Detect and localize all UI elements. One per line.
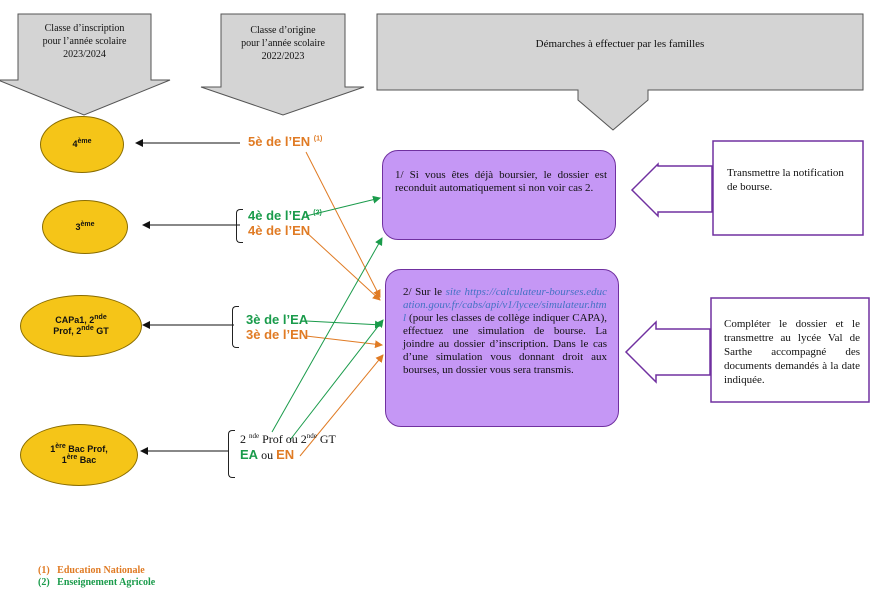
class-4eme-sup: ème [77, 138, 92, 145]
step-box-2-text: 2/ Sur le site https://calculateur-bours… [403, 286, 607, 377]
origin-2nde-ea: EA [240, 447, 259, 462]
bracket-o3 [232, 306, 239, 348]
origin-3-en: 3è de l’EN [246, 327, 309, 342]
arrow-orange-o2 [305, 231, 381, 301]
class-capa-l1a: CAPa1, 2 [55, 315, 95, 325]
bracket-o4 [228, 430, 235, 478]
header-demarches: Démarches à effectuer par les familles [535, 38, 705, 50]
class-3eme-base: 3 [75, 221, 81, 232]
origin-2nde-line1: 2 nde Prof ou 2nde GT [240, 432, 336, 447]
origin-2nde-ou: ou [258, 448, 277, 462]
origin-4-ea: 4è de l’EA (2) [248, 208, 322, 224]
origin-4-ea-sup: (2) [313, 209, 322, 217]
header-origine-line3: 2022/2023 [261, 51, 305, 62]
arrow-orange-o3 [305, 335, 383, 349]
legend-1: (1) Education Nationale [38, 565, 145, 576]
header-inscription-line1: Classe d’inscription [44, 23, 125, 34]
step-box-2: 2/ Sur le site https://calculateur-bours… [385, 269, 619, 427]
class-bac-l1a: 1 [50, 444, 56, 454]
class-3eme: 3ème [42, 200, 128, 254]
class-capa-l2a: Prof, 2 [53, 326, 82, 336]
class-bac: 1ère Bac Prof, 1ère Bac [20, 424, 138, 486]
header-origine: Classe d’origine pour l’année scolaire 2… [221, 24, 345, 63]
class-bac-l2a: 1 [61, 455, 67, 465]
class-capa-l2b: GT [93, 326, 109, 336]
header-origine-line1: Classe d’origine [250, 25, 316, 36]
side-box-1-border [712, 140, 864, 236]
arrow-green-o2 [305, 195, 381, 217]
header-arrow-origine [200, 13, 365, 116]
origin-3-ea: 3è de l’EA [246, 312, 309, 327]
origin-2nde-l1sup1: nde [249, 432, 260, 440]
class-bac-l1sup: ère [55, 443, 66, 450]
origin-4-en: 4è de l’EN [248, 223, 311, 238]
header-origine-line2: pour l’année scolaire [241, 38, 325, 49]
origin-5-en: 5è de l’EN (1) [248, 134, 322, 150]
origin-2nde-line2: EA ou EN [240, 447, 336, 463]
header-inscription-line2: pour l’année scolaire [42, 36, 127, 47]
origin-5-en-text: 5è de l’EN [248, 134, 311, 149]
origin-2nde: 2 nde Prof ou 2nde GT EA ou EN [240, 432, 336, 463]
legend-2: (2) Enseignement Agricole [38, 577, 156, 588]
step-box-1-text: 1/ Si vous êtes déjà boursier, le dossie… [395, 169, 607, 194]
class-capa: CAPa1, 2nde Prof, 2nde GT [20, 295, 142, 357]
arrow-green-o4b [289, 319, 384, 441]
class-capa-l1sup: nde [94, 314, 107, 321]
origin-2nde-l1c: GT [316, 432, 336, 446]
header-inscription: Classe d’inscription pour l’année scolai… [18, 22, 151, 61]
side-box-1-text: Transmettre la notification de bourse. [727, 167, 844, 193]
header-arrow-demarches [376, 13, 864, 131]
left-arrow-2 [624, 320, 711, 384]
arrow-green-o3 [305, 320, 383, 329]
class-3eme-sup: ème [80, 220, 95, 228]
header-arrow-inscription [0, 13, 171, 116]
origin-5-en-sup: (1) [313, 135, 323, 143]
step-box-2-post: (pour les classes de collège indiquer CA… [403, 312, 607, 376]
side-box-2-text: Compléter le dossier et le transmettre a… [724, 318, 860, 386]
class-4eme-base: 4 [72, 139, 78, 149]
step-box-1: 1/ Si vous êtes déjà boursier, le dossie… [382, 150, 616, 240]
class-bac-l1b: Bac Prof, [65, 444, 108, 454]
class-capa-l2sup: nde [81, 325, 94, 332]
simulator-link[interactable]: site https://calculateur-bourses.educati… [403, 286, 607, 324]
arrow-green-o4a [271, 237, 383, 433]
arrow-orange-o1 [305, 151, 381, 298]
bracket-o2 [236, 209, 243, 243]
left-arrow-1 [630, 162, 713, 218]
class-bac-l2sup: ère [66, 454, 78, 461]
origin-2nde-l1a: 2 [240, 432, 249, 446]
class-bac-l2b: Bac [77, 455, 97, 465]
class-4eme: 4ème [40, 116, 124, 173]
origin-4-ea-text: 4è de l’EA [248, 208, 310, 223]
origin-2nde-l1b: Prof ou 2 [259, 432, 307, 446]
header-inscription-line3: 2023/2024 [63, 49, 106, 60]
origin-2nde-l1sup2: nde [306, 432, 317, 440]
arrow-orange-o4 [299, 354, 384, 457]
side-box-2-border [710, 297, 870, 403]
step-box-2-pre: 2/ Sur le [403, 286, 446, 298]
origin-2nde-en: EN [276, 447, 295, 462]
